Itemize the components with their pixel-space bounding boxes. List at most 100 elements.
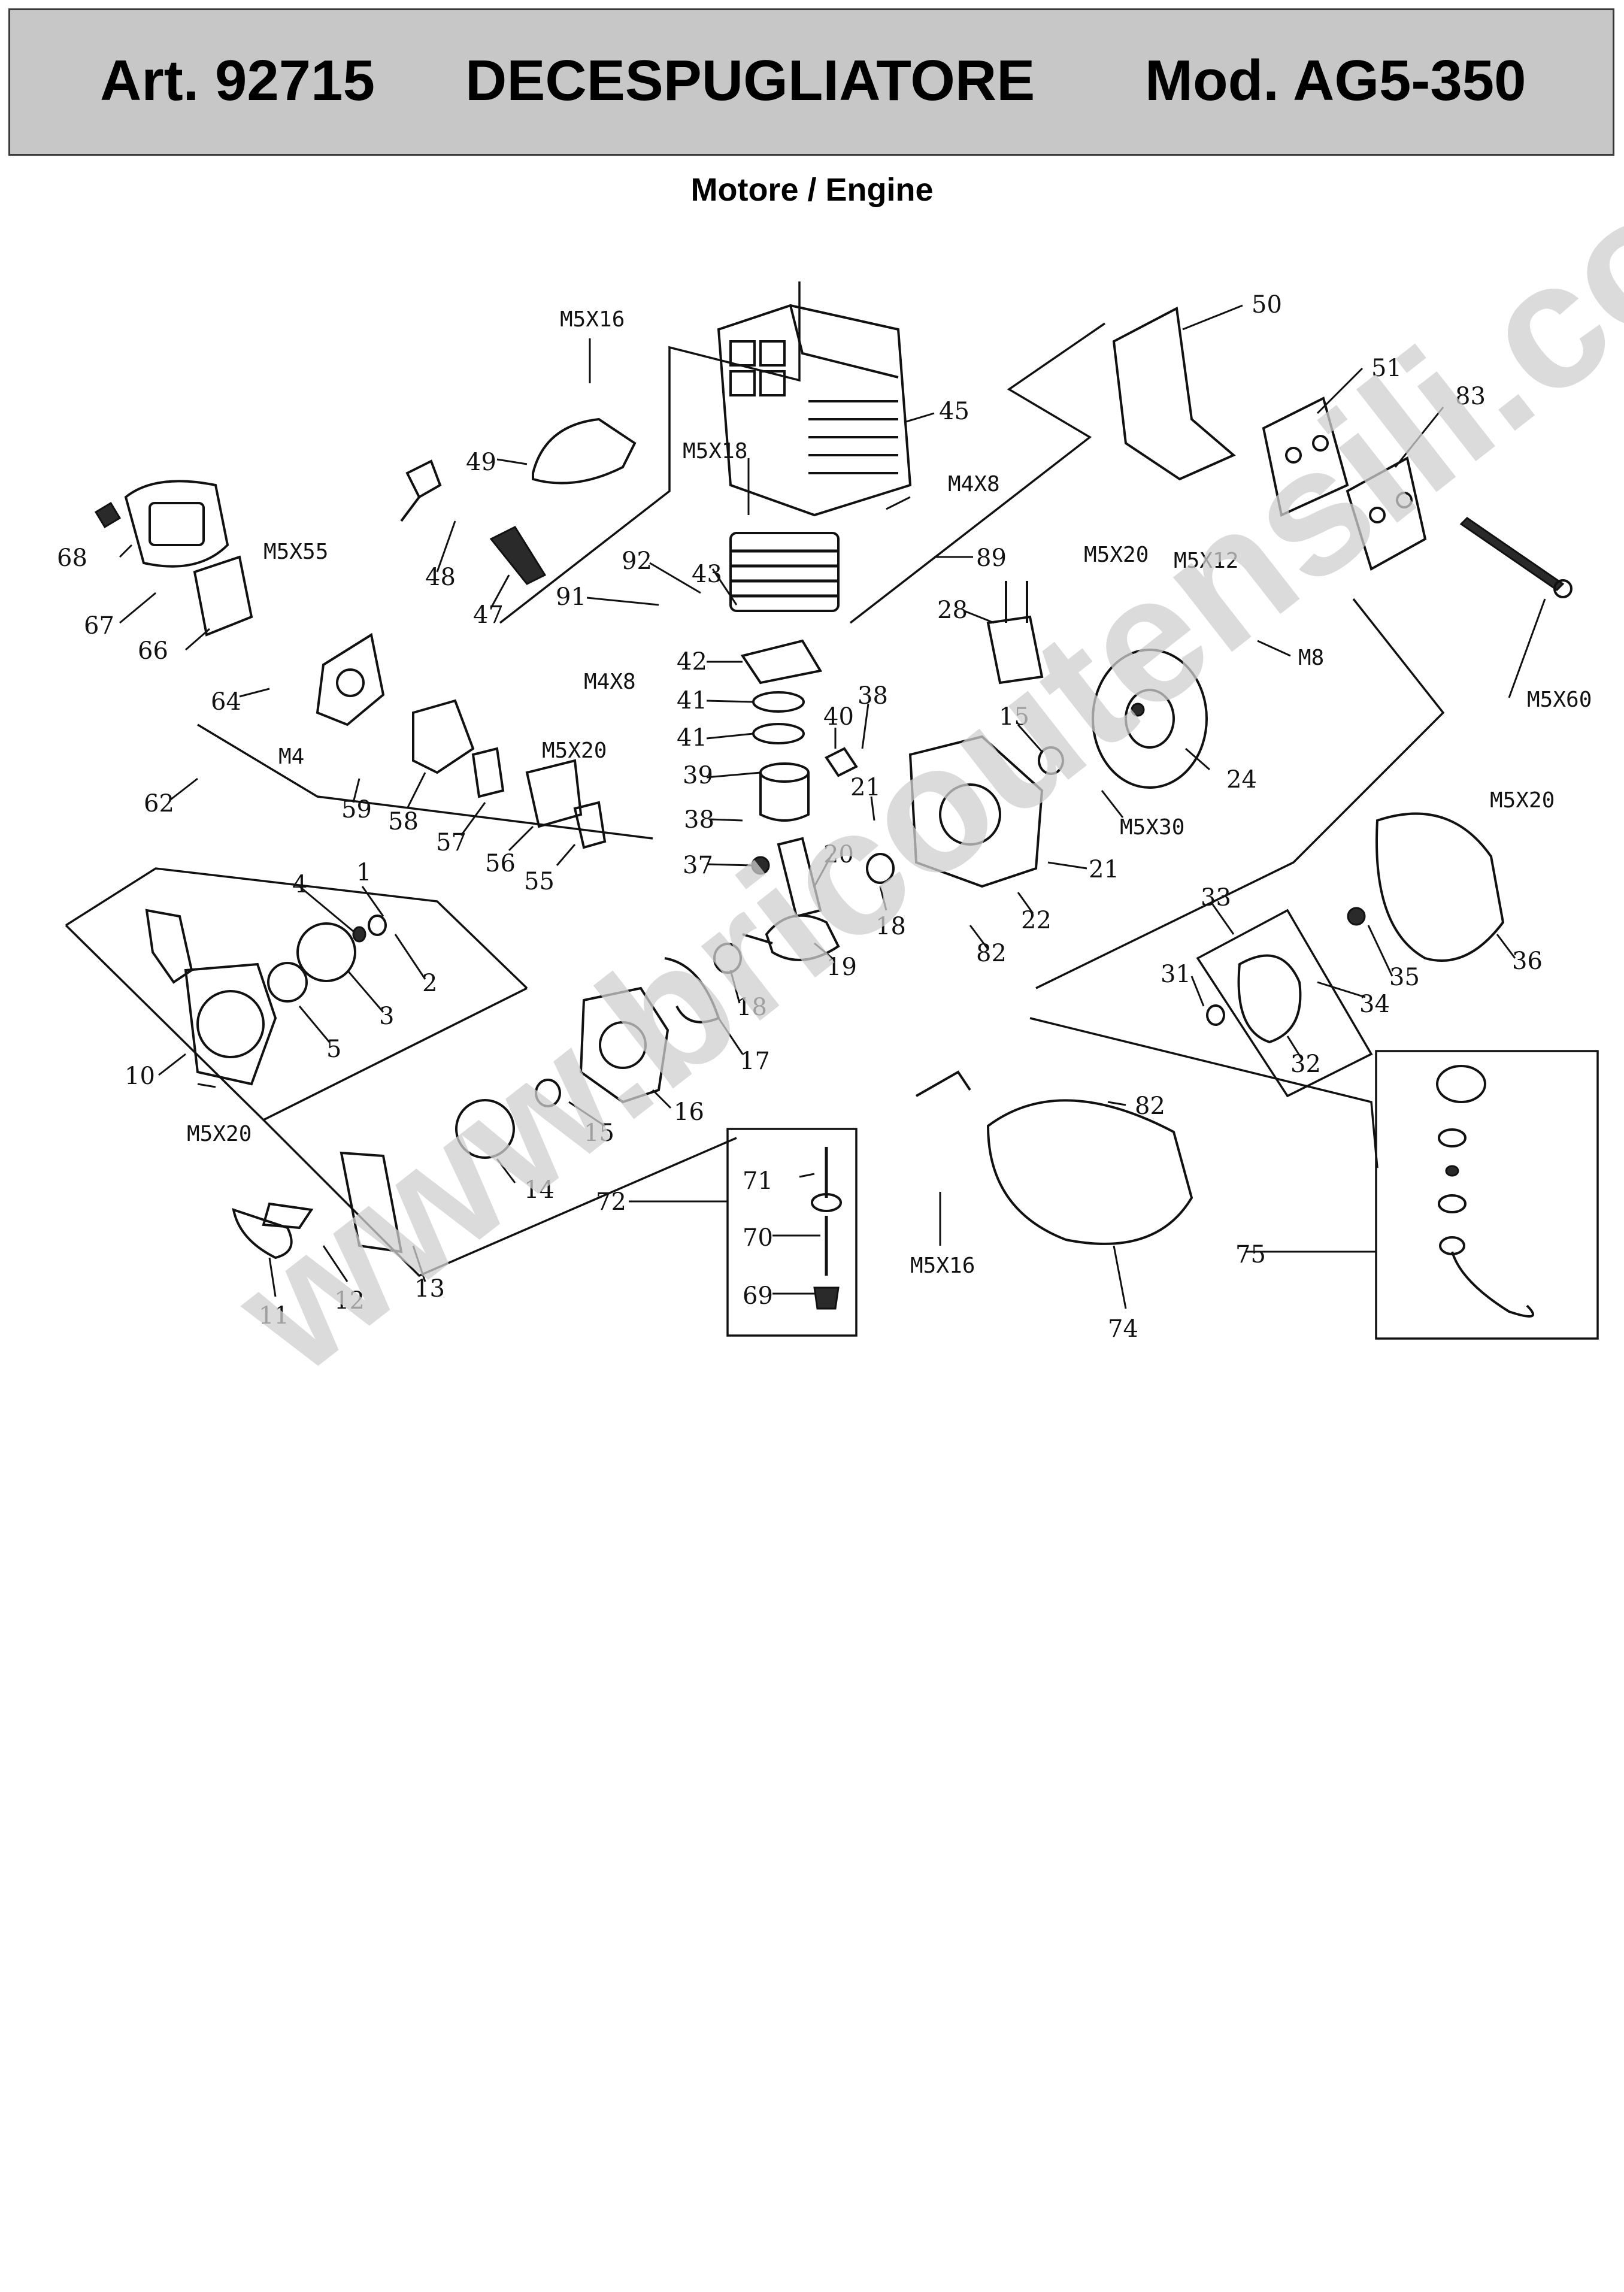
recoil-spring-part	[267, 962, 308, 1003]
callout-22: 22	[1021, 907, 1052, 934]
callout-50: 50	[1252, 291, 1282, 319]
callout-m5x18: M5X18	[683, 439, 747, 464]
spark-plug-cap-part	[400, 459, 442, 522]
crankcase-bore	[939, 783, 1001, 846]
callout-m5x12: M5X12	[1174, 549, 1238, 573]
cylinder-gasket-part	[740, 639, 823, 685]
air-filter-sponge-part	[193, 555, 253, 637]
primer-pump-part	[811, 1147, 842, 1310]
fuel-tank-part	[986, 1099, 1193, 1245]
carburetor-part	[412, 699, 475, 774]
piston-ring-part	[752, 691, 805, 713]
air-filter-cover-part	[124, 480, 229, 568]
product-name: DECESPUGLIATORE	[465, 49, 1035, 113]
callout-m4x8a: M4X8	[948, 472, 1000, 496]
guard-12-part	[262, 1202, 314, 1230]
intake-manifold-part	[525, 759, 583, 828]
callout-14: 14	[524, 1176, 555, 1204]
callout-39: 39	[683, 762, 713, 789]
fan-cover-part	[340, 1151, 403, 1254]
oil-seal-part	[1038, 746, 1064, 775]
group-outline-starter	[262, 1119, 737, 1277]
group-outline-recoil	[65, 867, 528, 989]
callout-42: 42	[677, 648, 707, 676]
callout-m4: M4	[278, 744, 304, 769]
callout-24: 24	[1226, 766, 1257, 794]
callout-m5x20b: M5X20	[542, 738, 607, 763]
callout-15b: 15	[584, 1119, 614, 1147]
callout-82b: 82	[1135, 1092, 1165, 1120]
group-outline-clutch	[1196, 909, 1373, 1098]
callout-75: 75	[1235, 1241, 1266, 1268]
muffler-cover-part	[1346, 456, 1427, 571]
engine-cover-part	[717, 304, 912, 517]
callout-m5x55: M5X55	[263, 540, 328, 564]
callout-18a: 18	[875, 913, 906, 940]
group-outline-cap	[1375, 1050, 1599, 1340]
crankshaft-part	[742, 914, 840, 961]
starter-pawl-part	[352, 926, 366, 943]
callout-83: 83	[1455, 383, 1486, 410]
callout-67: 67	[84, 612, 114, 640]
callout-32: 32	[1290, 1050, 1321, 1078]
callout-37: 37	[683, 852, 713, 879]
callout-17: 17	[740, 1047, 770, 1075]
recoil-pulley-part	[296, 922, 356, 982]
callout-11: 11	[259, 1302, 289, 1330]
muffler-bracket-part	[1112, 306, 1236, 481]
carburetor-gasket-part	[471, 747, 505, 798]
callout-57: 57	[436, 829, 466, 856]
header-bar: Art. 92715 DECESPUGLIATORE Mod. AG5-350	[8, 8, 1614, 156]
callout-91: 91	[556, 583, 586, 611]
leader-lines	[119, 304, 1546, 1309]
clutch-cover-part	[1375, 812, 1505, 962]
ignition-coil-part	[986, 581, 1044, 685]
callout-m4x8b: M4X8	[584, 670, 636, 694]
group-outline-shroud	[1029, 1017, 1378, 1168]
crankcase-left-part	[579, 986, 669, 1104]
callout-51: 51	[1371, 355, 1402, 382]
callout-89: 89	[976, 544, 1007, 572]
insulator-gasket-part	[573, 801, 607, 849]
callout-35: 35	[1389, 964, 1420, 991]
air-filter-base-part	[316, 632, 385, 726]
recoil-housing-part	[184, 962, 277, 1086]
callout-5: 5	[326, 1036, 341, 1063]
clutch-washer-part	[1206, 1004, 1225, 1026]
connecting-rod-part	[777, 837, 822, 918]
callout-10: 10	[125, 1062, 155, 1090]
starter-handle-part	[145, 909, 193, 984]
group-outline-tank	[849, 322, 1105, 624]
callout-62: 62	[144, 790, 174, 818]
callout-92: 92	[622, 547, 652, 575]
oil-seal-part	[535, 1079, 561, 1107]
callout-49: 49	[466, 449, 496, 476]
callout-66: 66	[138, 637, 168, 665]
callout-12: 12	[334, 1287, 365, 1315]
crankcase-left-bore	[599, 1021, 647, 1069]
callout-47: 47	[473, 601, 504, 629]
air-guide-part	[532, 417, 637, 485]
callout-21a: 21	[850, 774, 881, 801]
callout-m8: M8	[1298, 646, 1324, 670]
bearing-part	[866, 853, 895, 884]
callout-31: 31	[1161, 961, 1191, 988]
callout-74: 74	[1108, 1315, 1138, 1343]
callout-m5x16b: M5X16	[910, 1254, 975, 1278]
callout-3: 3	[379, 1003, 394, 1030]
callout-58: 58	[388, 808, 419, 835]
callout-m5x30: M5X30	[1120, 815, 1184, 840]
callout-m5x60: M5X60	[1527, 688, 1592, 712]
callout-13: 13	[414, 1275, 445, 1303]
fuel-cap-part	[1436, 1065, 1534, 1318]
starter-pulley-part	[455, 1099, 515, 1159]
needle-bearing-part	[751, 856, 770, 875]
piston-ring-part	[752, 723, 805, 744]
crankcase-right-part	[908, 735, 1044, 888]
callout-19: 19	[826, 953, 857, 981]
group-outline-flywheel	[1035, 598, 1445, 989]
group-outline-primer	[726, 1128, 858, 1337]
clutch-hub-part	[1347, 907, 1366, 926]
callout-2: 2	[422, 970, 437, 997]
air-filter-base-hole	[336, 668, 365, 697]
